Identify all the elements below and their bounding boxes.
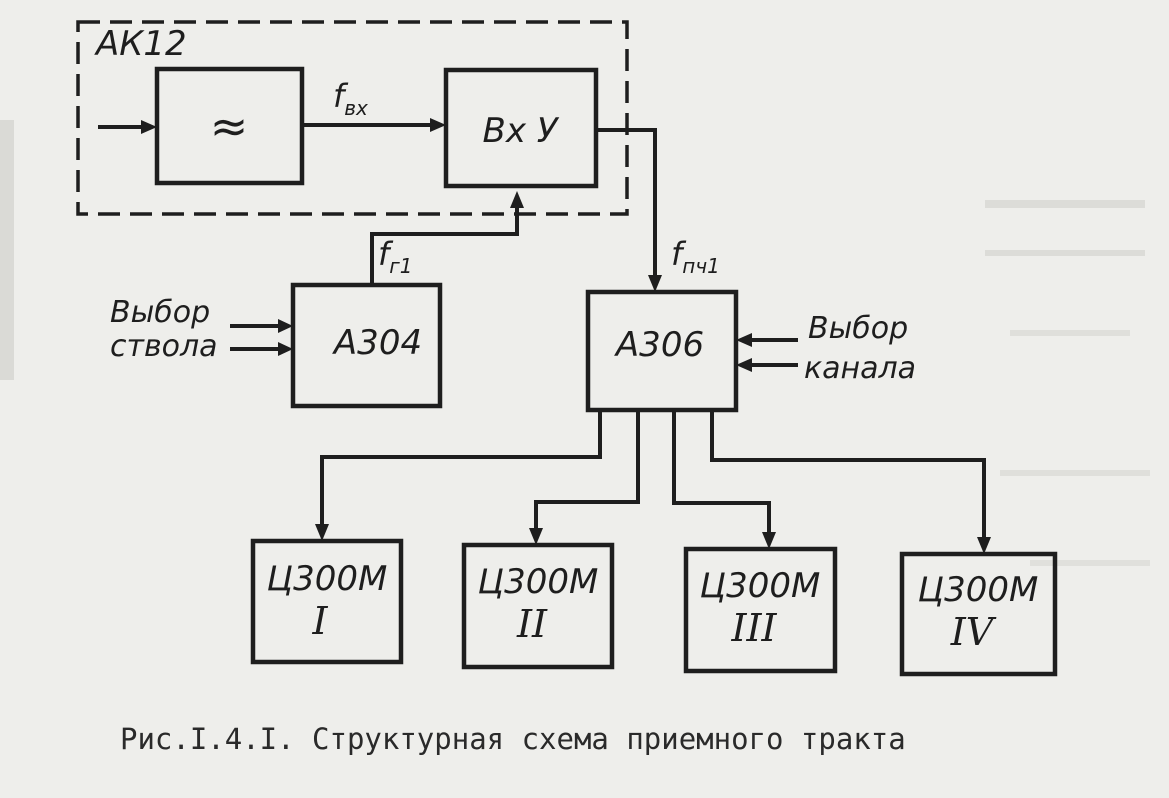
trunk-select-arrowhead-2	[278, 342, 293, 356]
input-device-label: Вх У	[483, 111, 560, 151]
bus-line-4	[710, 410, 986, 540]
decoder-number-4: IV	[950, 610, 997, 654]
channel-select-arrowhead-1	[736, 333, 752, 347]
bus-arrowhead-4	[977, 537, 991, 554]
f-g1-line	[370, 205, 519, 285]
signal-f-if1: fпч1	[671, 235, 720, 278]
a306-block	[585, 289, 739, 413]
signal-f-if1-sub: пч1	[682, 254, 720, 278]
a304-block	[290, 282, 443, 409]
signal-f-g1: fг1	[378, 235, 413, 278]
a304-label: А304	[332, 323, 422, 363]
decoder-block-1	[250, 538, 404, 665]
bus-arrowhead-2	[529, 528, 543, 545]
decoder-block-2	[461, 542, 615, 670]
f-if1-arrowhead	[648, 275, 662, 292]
input-arrowhead	[141, 120, 157, 134]
f-g1-arrowhead	[510, 191, 524, 208]
converter-symbol: ≈	[210, 99, 249, 153]
bus-line-3	[672, 410, 771, 535]
decoder-block-4	[899, 551, 1058, 677]
decoder-label-3: Ц300М	[700, 566, 821, 606]
decoder-number-3: III	[730, 606, 777, 650]
figure-caption: Рис.I.4.I. Структурная схема приемного т…	[120, 722, 906, 756]
decoder-label-1: Ц300М	[267, 559, 388, 599]
trunk-select-arrowhead-1	[278, 319, 293, 333]
bus-line-2	[534, 410, 640, 531]
ak12-group-label: АК12	[94, 24, 187, 64]
bleed-through-texture	[0, 120, 1150, 566]
f-if1-line	[596, 128, 657, 278]
signal-f-in: fвх	[333, 77, 368, 120]
channel-select-line2: канала	[804, 351, 916, 386]
trunk-select-line2: ствола	[110, 329, 218, 364]
signal-f-g1-sub: г1	[389, 254, 412, 278]
decoder-number-2: II	[516, 602, 548, 646]
bus-arrowhead-1	[315, 524, 329, 541]
bus-line-1	[320, 410, 602, 527]
decoder-label-2: Ц300М	[478, 562, 599, 602]
f-in-arrowhead	[430, 118, 446, 132]
decoder-number-1: I	[311, 599, 328, 643]
trunk-select-line1: Выбор	[110, 295, 210, 330]
signal-f-in-sub: вх	[344, 96, 368, 120]
channel-select-arrowhead-2	[736, 358, 752, 372]
decoder-label-4: Ц300М	[918, 570, 1039, 610]
connectors	[98, 118, 991, 554]
channel-select-line1: Выбор	[808, 311, 908, 346]
bus-arrowhead-3	[762, 532, 776, 549]
a306-label: А306	[614, 325, 704, 365]
ak12-group-frame	[76, 20, 629, 216]
decoder-block-3	[683, 546, 838, 674]
